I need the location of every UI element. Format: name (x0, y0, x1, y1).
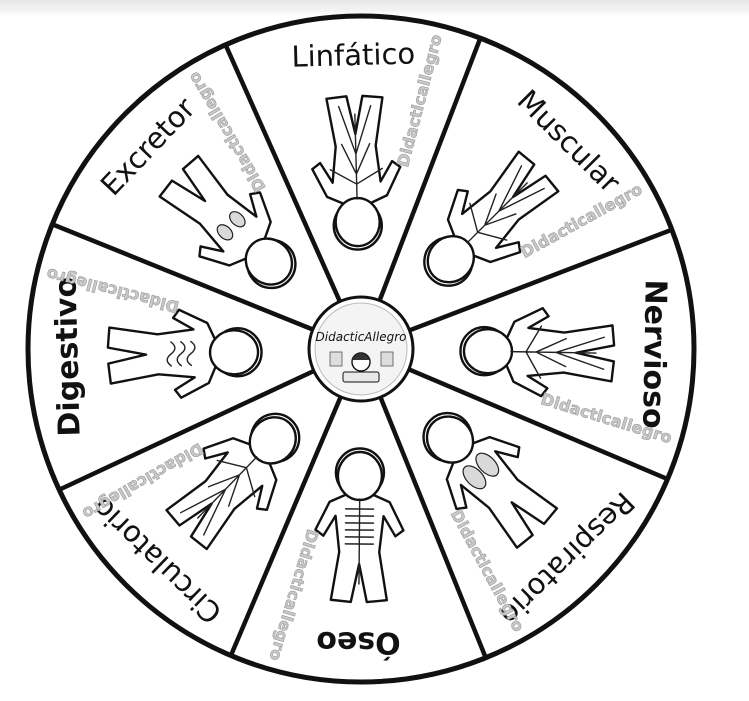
segment-label-nervioso: Nervioso (635, 279, 673, 429)
center-logo: DidacticAllegro (309, 297, 413, 401)
segment-label-oseo: Óseo (316, 624, 401, 662)
center-logo-name: DidacticAllegro (316, 330, 407, 344)
segment-label-digestivo: Digestivo (49, 276, 88, 437)
segment-label-linfatico: Linfático (291, 36, 416, 73)
